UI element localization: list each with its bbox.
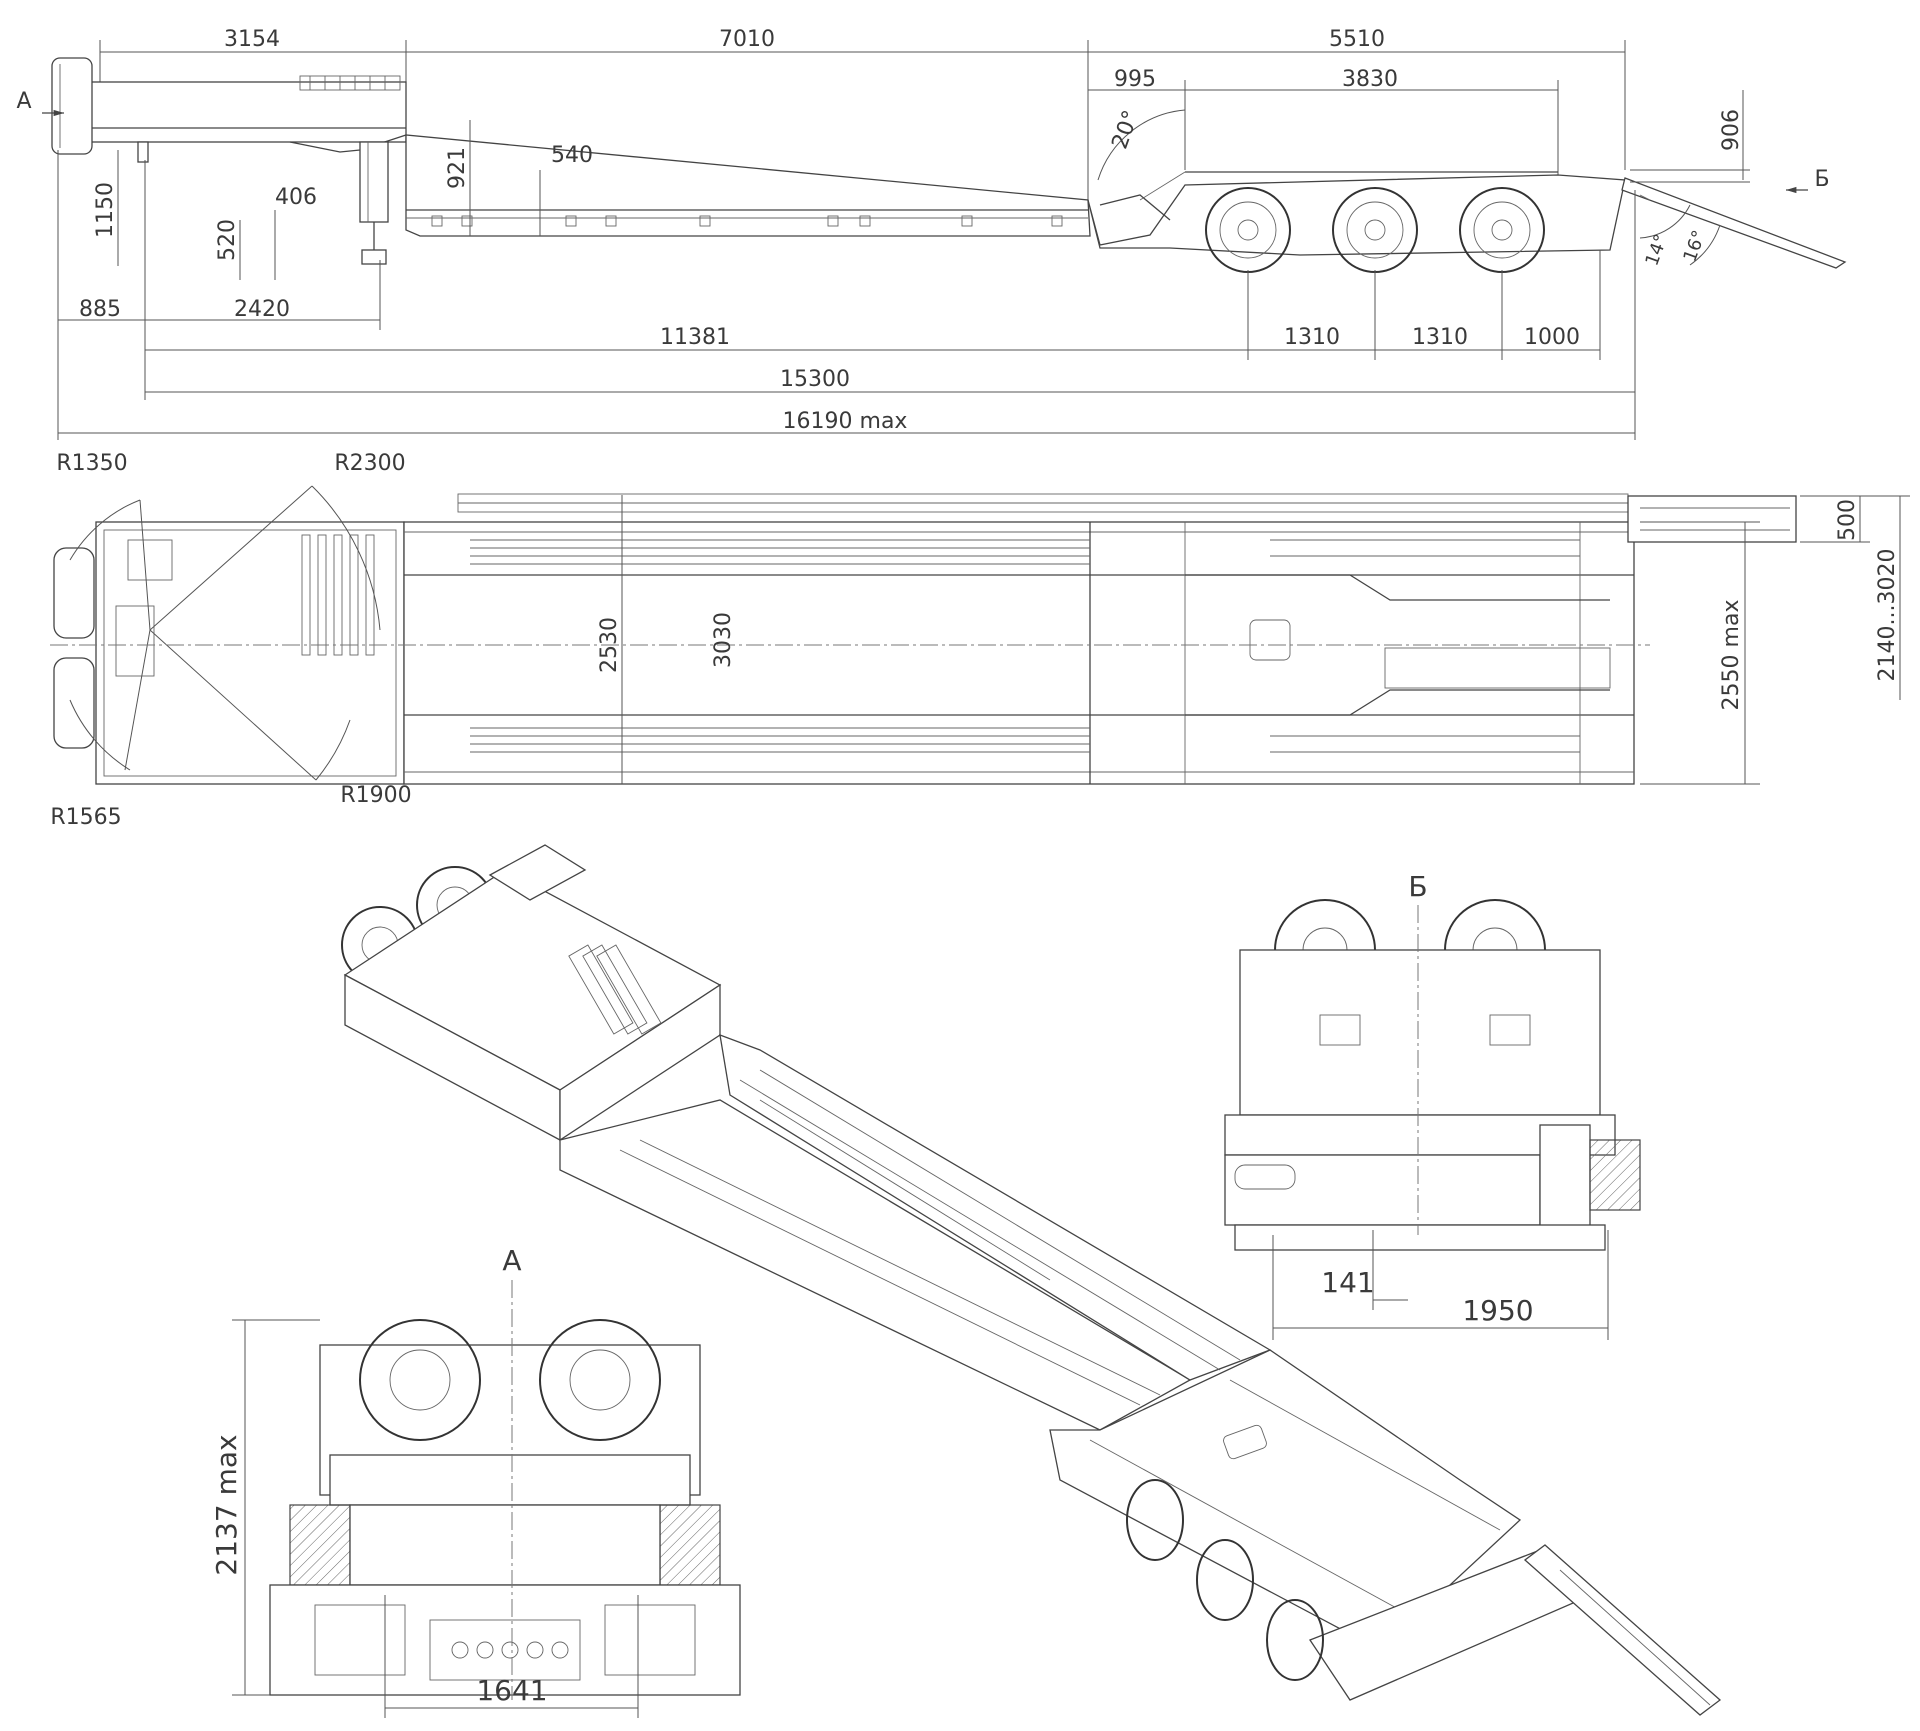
- dim-11381: 11381: [660, 325, 730, 350]
- dim-5510: 5510: [1329, 27, 1385, 52]
- dim-540: 540: [551, 143, 593, 168]
- dim-7010: 7010: [719, 27, 775, 52]
- dim-1310-b: 1310: [1412, 325, 1468, 350]
- dim-406: 406: [275, 185, 317, 210]
- ramp-stack: [568, 944, 662, 1035]
- dim-141: 141: [1321, 1266, 1374, 1299]
- dim-1310-a: 1310: [1284, 325, 1340, 350]
- deck-brackets: [431, 215, 1063, 227]
- top-view: R1350 R2300 R1565 R1900 2530 3030 2550 m…: [50, 451, 1910, 830]
- spare-wheel-rack: [299, 75, 401, 91]
- dim-2420: 2420: [234, 297, 290, 322]
- dim-1950: 1950: [1462, 1294, 1533, 1327]
- width-500: 500: [1835, 499, 1860, 541]
- dim-1641: 1641: [476, 1674, 547, 1707]
- dim-1000: 1000: [1524, 325, 1580, 350]
- angle-20: 20°: [1107, 107, 1144, 152]
- dim-885: 885: [79, 297, 121, 322]
- front-view-a: А 2137 max 1641: [210, 1244, 741, 1718]
- dim-2137-max: 2137 max: [210, 1434, 243, 1575]
- dim-15300: 15300: [780, 367, 850, 392]
- rear-view-b: Б 141 1950: [1224, 870, 1641, 1340]
- radius-r1900: R1900: [340, 783, 411, 808]
- width-3030: 3030: [711, 612, 736, 668]
- dim-520: 520: [215, 219, 240, 261]
- dim-921: 921: [445, 147, 470, 189]
- view-b-label: Б: [1408, 870, 1427, 903]
- radius-r1565: R1565: [50, 805, 121, 830]
- width-2550-max: 2550 max: [1719, 600, 1744, 711]
- dim-1150: 1150: [93, 182, 118, 238]
- radius-r1350: R1350: [56, 451, 127, 476]
- width-2530: 2530: [597, 617, 622, 673]
- width-2140-3020: 2140...3020: [1875, 549, 1900, 682]
- radius-r2300: R2300: [334, 451, 405, 476]
- dim-3154: 3154: [224, 27, 280, 52]
- angle-16: 16°: [1680, 228, 1711, 265]
- dim-3830: 3830: [1342, 67, 1398, 92]
- dim-995: 995: [1114, 67, 1156, 92]
- view-marker-a: А: [16, 89, 31, 114]
- isometric-view: [341, 844, 1722, 1716]
- view-marker-b: Б: [1814, 167, 1829, 192]
- view-a-label: А: [502, 1244, 521, 1277]
- deck-boards: [470, 539, 1580, 753]
- dim-16190-max: 16190 max: [783, 409, 908, 434]
- side-view: 3154 7010 5510 995 3830 906 921 540 1150…: [16, 27, 1847, 440]
- dim-906: 906: [1719, 109, 1744, 151]
